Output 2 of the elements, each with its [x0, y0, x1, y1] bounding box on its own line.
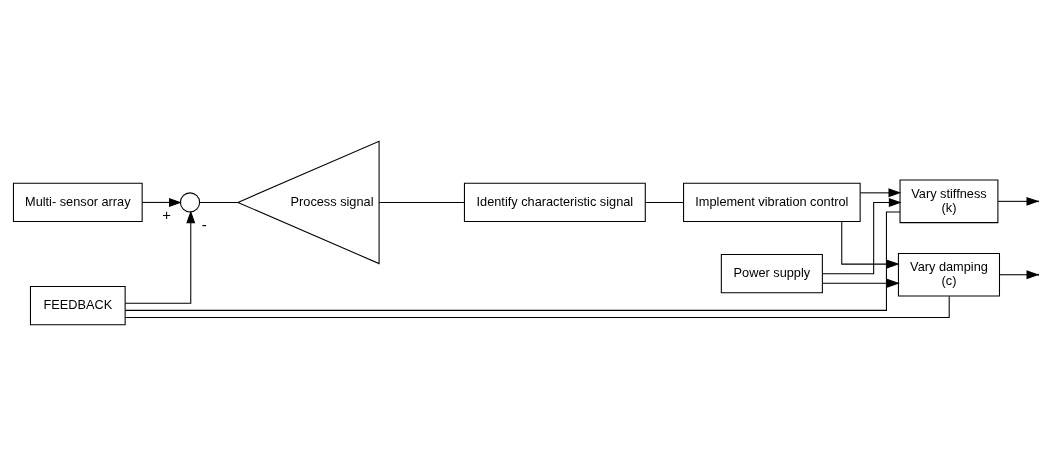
edge-label: -: [201, 216, 207, 233]
edge-label: +: [162, 206, 171, 223]
